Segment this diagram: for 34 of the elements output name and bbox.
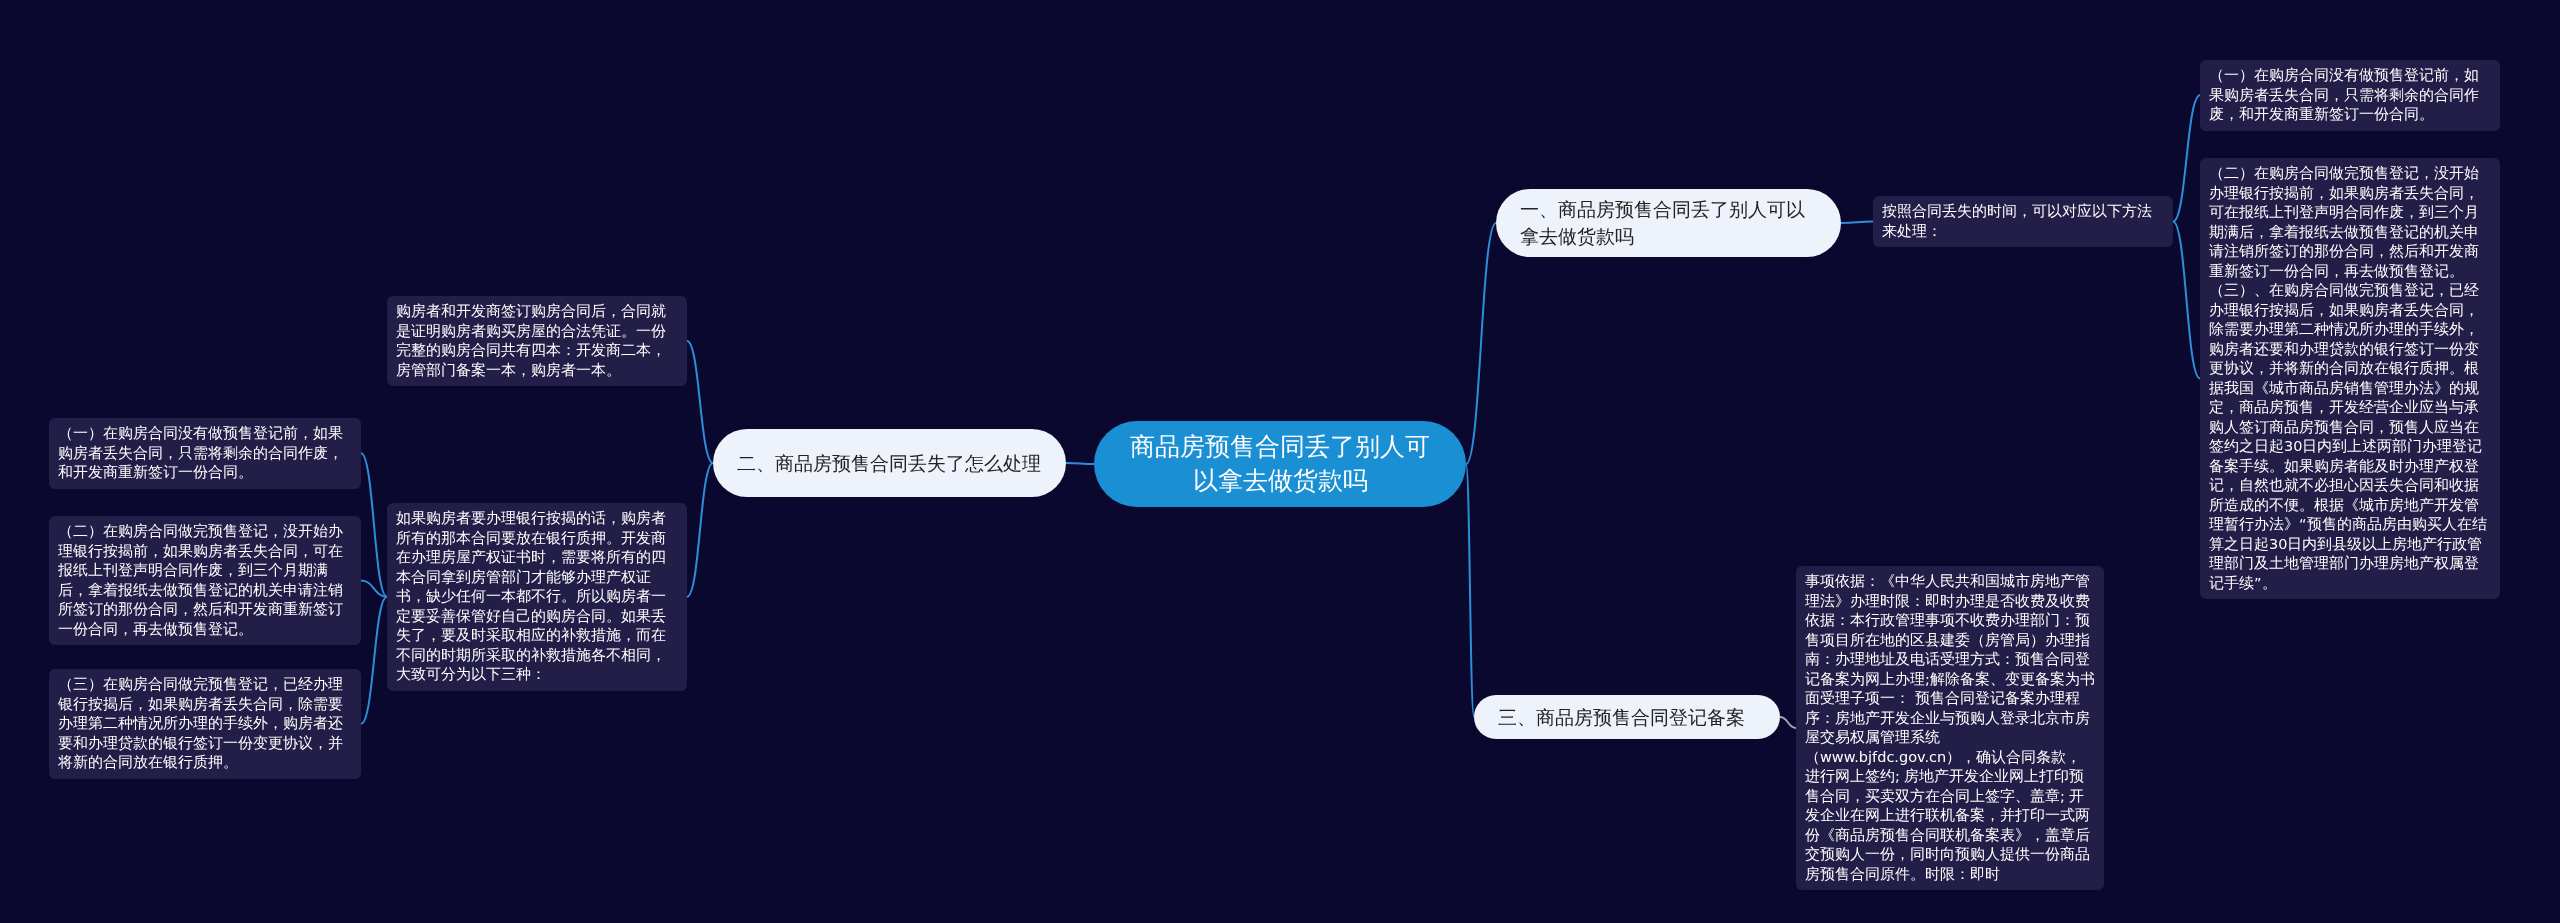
- connector-line: [360, 595, 388, 725]
- connector-line: [686, 340, 714, 464]
- topic-bubble: [1474, 695, 1780, 739]
- connector-line: [1465, 463, 1475, 718]
- topic-text: 购房者和开发商签订购房合同后，合同就是证明购房者购买房屋的合法凭证。一份完整的购房合同共有四本：开发商二本，房管部门备案一本，购房者一本。: [396, 303, 666, 378]
- topic-text: （二）在购房合同做完预售登记，没开始办理银行按揭前，如果购房者丢失合同，可在报纸上刊登声明合同作废，到三个月期满后，拿着报纸去做预售登记的机关申请注销所签订的那份合同，然后和开发商重新签订一份合同，再去做预售登记。: [58, 523, 343, 637]
- connector-line: [2172, 220, 2201, 380]
- connector-line: [1779, 716, 1797, 729]
- topic-text: （一）在购房合同没有做预售登记前，如果购房者丢失合同，只需将剩余的合同作废，和开发商重新签订一份合同。: [58, 425, 343, 480]
- topic-text: 事项依据：《中华人民共和国城市房地产管理法》办理时限：即时办理是否收费及收费依据：本行政管理事项不收费办理部门：预售项目所在地的区县建委（房管局）办理指南：办理地址及电话受理方式：预售合同登记备案为网上办理;解除备案、变更备案为书面受理子项一： 预售合同登记备案办理程序：房地产开发企业与预购人登录北京市房屋交易权属管理系统（www.bjfdc.gov.cn），确认合同条款，进行网上签约; 房地产开发企业网上打印预售合同，买卖双方在合同上签字、盖章; 开发企业在网上进行联机备案，并打印一式两份《商品房预售合同联机备案表》，盖章后交预购人一份，同时向预购人提供一份商品房预售合同原件。时限：即时: [1805, 573, 2095, 882]
- central-topic: [1094, 421, 1466, 507]
- topic-text: 三、商品房预售合同登记备案: [1498, 704, 1745, 730]
- topic-text: 一、商品房预售合同丢了别人可以拿去做货款吗: [1520, 197, 1806, 249]
- connector-line: [1465, 222, 1497, 465]
- note-card: [387, 503, 687, 691]
- connector-line: [1065, 462, 1095, 465]
- connector-line: [1840, 220, 1874, 224]
- note-card: [387, 296, 687, 386]
- topic-text: 商品房预售合同丢了别人可以拿去做货款吗: [1129, 431, 1431, 497]
- topic-text: （三）在购房合同做完预售登记，已经办理银行按揭后，如果购房者丢失合同，除需要办理第二种情况所办理的手续外，购房者还要和办理贷款的银行签订一份变更协议，并将新的合同放在银行质押。: [58, 676, 343, 770]
- note-card: [49, 669, 361, 779]
- topic-text: 二、商品房预售合同丢失了怎么处理: [737, 450, 1041, 476]
- topic-text: （二）在购房合同做完预售登记，没开始办理银行按揭前，如果购房者丢失合同，可在报纸上刊登声明合同作废，到三个月期满后，拿着报纸去做预售登记的机关申请注销所签订的那份合同，然后和开发商重新签订一份合同，再去做预售登记。（三）、在购房合同做完预售登记，已经办理银行按揭后，如果购房者丢失合同，除需要办理第二种情况所办理的手续外，购房者还要和办理贷款的银行签订一份变更协议，并将新的合同放在银行质押。根据我国《城市商品房销售管理办法》的规定，商品房预售，开发经营企业应当与承购人签订商品房预售合同，预售人应当在签约之日起30日内到上述两部门办理登记备案手续。如果购房者能及时办理产权登记，自然也就不必担心因丢失合同和收据所造成的不便。根据《城市房地产开发管理暂行办法》“预售的商品房由购买人在结算之日起30日内到县级以上房地产行政管理部门及土地管理部门办理房地产权属登记手续”。: [2209, 165, 2487, 591]
- note-card: [49, 516, 361, 645]
- connector-line: [2172, 94, 2201, 223]
- topic-text: 如果购房者要办理银行按揭的话，购房者所有的那本合同要放在银行质押。开发商在办理房屋产权证书时，需要将所有的四本合同拿到房管部门才能够办理产权证书，缺少任何一本都不行。所以购房者一定要妥善保管好自己的购房合同。如果丢失了，要及时采取相应的补救措施，而在不同的时期所采取的补救措施各不相同，大致可分为以下三种：: [396, 510, 666, 682]
- topic-text: （一）在购房合同没有做预售登记前，如果购房者丢失合同，只需将剩余的合同作废，和开发商重新签订一份合同。: [2209, 67, 2479, 122]
- note-card: [2200, 60, 2500, 131]
- connector-line: [360, 579, 388, 598]
- note-card: [1873, 196, 2173, 247]
- topic-text: 按照合同丢失的时间，可以对应以下方法来处理：: [1882, 203, 2152, 239]
- connector-line: [360, 452, 388, 598]
- note-card: [49, 418, 361, 489]
- connector-line: [686, 462, 714, 598]
